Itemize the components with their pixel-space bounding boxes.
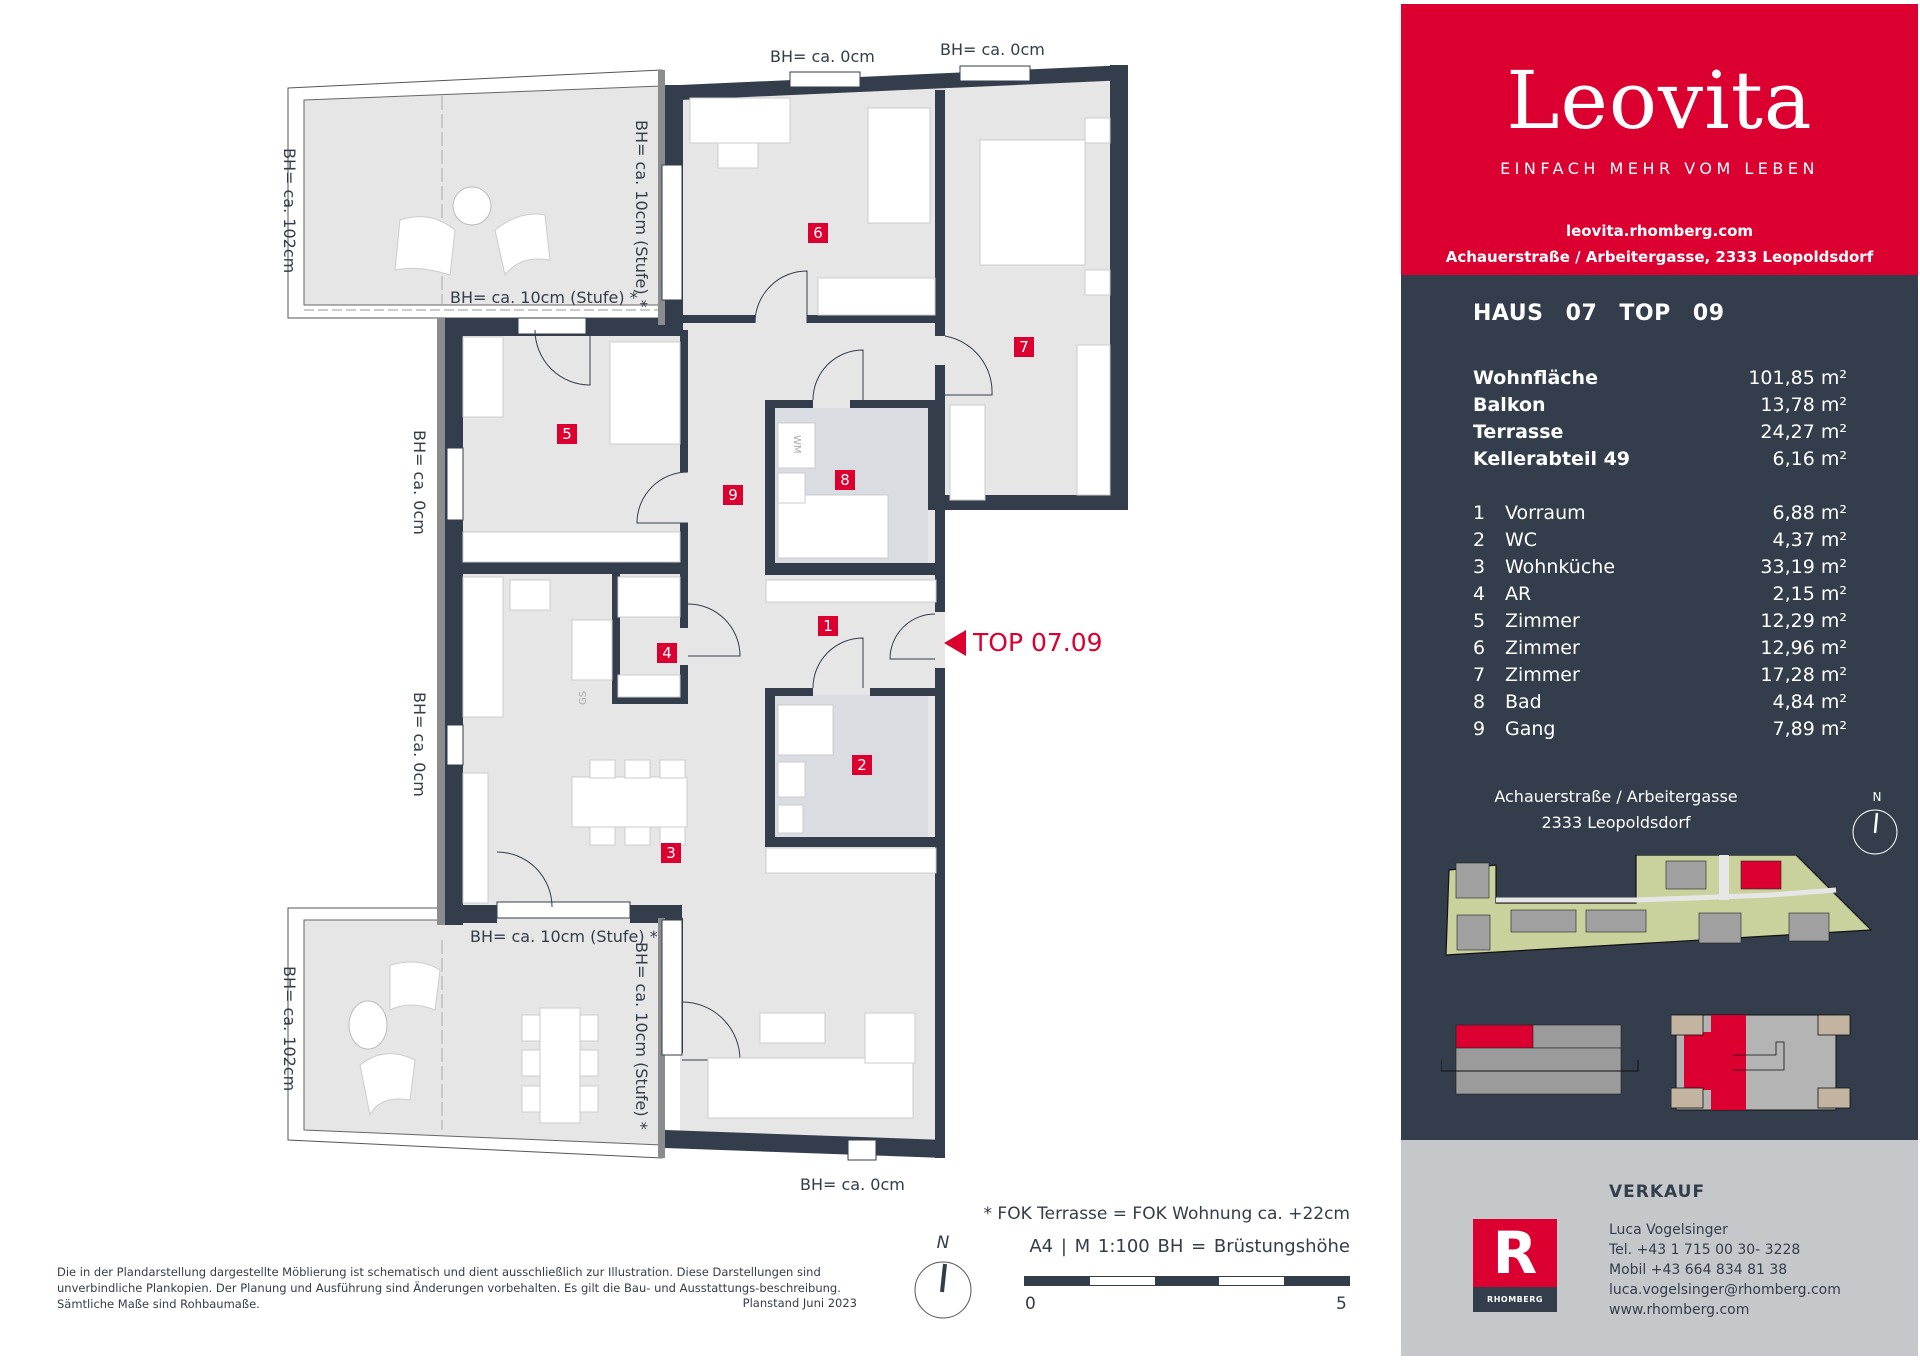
brand-tagline: EINFACH MEHR VOM LEBEN: [1500, 159, 1819, 178]
planstand: Planstand Juni 2023: [742, 1296, 857, 1310]
svg-text:5: 5: [562, 425, 572, 443]
svg-text:N: N: [937, 1233, 950, 1253]
sales-heading: VERKAUF: [1609, 1182, 1706, 1202]
floor-plan: BH= ca. 0cm BH= ca. 0cm BH= ca. 10cm (St…: [280, 40, 1128, 1194]
room-marker-9: 9: [723, 485, 743, 505]
bh-label-room5-window: BH= ca. 0cm: [410, 430, 429, 535]
building-section-diagram: [1441, 1024, 1639, 1095]
terrace-bottom: [287, 907, 663, 1159]
bh-label-balcony-right: BH= ca. 10cm (Stufe) *: [632, 120, 651, 308]
leovita-logo: Leovita: [1506, 54, 1813, 147]
info-panel: Leovita EINFACH MEHR VOM LEBEN leovita.r…: [1401, 0, 1918, 1356]
disclaimer-text: Die in der Plandarstellung dargestellte …: [57, 1265, 841, 1311]
furniture: [462, 97, 1111, 1119]
rhomberg-logo: R RHOMBERG: [1473, 1219, 1557, 1312]
washer-label: WM: [791, 435, 802, 454]
svg-text:9: 9: [728, 486, 738, 504]
dishwasher-label: GS: [578, 691, 589, 705]
room-marker-5: 5: [557, 424, 577, 444]
bh-label-top-1: BH= ca. 0cm: [770, 47, 875, 66]
contact-name: Luca Vogelsinger: [1609, 1222, 1728, 1238]
room-marker-2: 2: [852, 755, 872, 775]
plan-annotations: BH= ca. 0cm BH= ca. 0cm BH= ca. 10cm (St…: [280, 40, 1045, 1194]
brand-url[interactable]: leovita.rhomberg.com: [1565, 222, 1754, 240]
svg-text:N: N: [1873, 790, 1882, 804]
room-marker-3: 3: [661, 843, 681, 863]
room-marker-4: 4: [657, 643, 677, 663]
balcony-top: [287, 69, 663, 319]
location-address: Achauerstraße / Arbeitergasse 2333 Leopo…: [1494, 787, 1738, 832]
room-marker-6: 6: [808, 223, 828, 243]
contact-tel[interactable]: Tel. +43 1 715 00 30- 3228: [1609, 1242, 1801, 1258]
bh-label-kitchen-window: BH= ca. 0cm: [410, 692, 429, 797]
entrance-marker: TOP 07.09: [944, 628, 1103, 657]
windows-and-doors: [446, 65, 1031, 1161]
floor-key-plan: [1671, 1014, 1851, 1111]
scale-start: 0: [1025, 1294, 1036, 1314]
bh-label-balcony-bottom: BH= ca. 10cm (Stufe) *: [450, 288, 638, 307]
bh-label-terrace-left: BH= ca. 102cm: [280, 966, 299, 1091]
room-marker-7: 7: [1014, 337, 1034, 357]
site-plan-map: [1445, 855, 1873, 956]
contact-web[interactable]: www.rhomberg.com: [1609, 1302, 1750, 1318]
brand-header: Leovita EINFACH MEHR VOM LEBEN leovita.r…: [1401, 4, 1918, 275]
bh-label-bottom: BH= ca. 0cm: [800, 1175, 905, 1194]
svg-text:7: 7: [1019, 338, 1029, 356]
contact-mobile[interactable]: Mobil +43 664 834 81 38: [1609, 1262, 1788, 1278]
svg-text:6: 6: [813, 224, 823, 242]
scale-bar: [1024, 1276, 1350, 1286]
room-marker-8: 8: [835, 470, 855, 490]
entrance-arrow-icon: [944, 629, 966, 656]
fok-note: * FOK Terrasse = FOK Wohnung ca. +22cm: [983, 1204, 1350, 1224]
unit-title: HAUS 07 TOP 09: [1473, 301, 1725, 326]
scale-end: 5: [1336, 1294, 1347, 1314]
bh-label-terrace-top: BH= ca. 10cm (Stufe) *: [470, 927, 658, 946]
bh-label-top-2: BH= ca. 0cm: [940, 40, 1045, 59]
svg-text:8: 8: [840, 471, 850, 489]
brand-address: Achauerstraße / Arbeitergasse, 2333 Leop…: [1445, 248, 1874, 266]
room-markers: 1 2 3 4 5 6 7 8 9: [557, 223, 1034, 863]
svg-text:4: 4: [662, 644, 672, 662]
svg-text:2: 2: [857, 756, 867, 774]
svg-text:1: 1: [823, 617, 833, 635]
contact-email[interactable]: luca.vogelsinger@rhomberg.com: [1609, 1282, 1841, 1298]
room-marker-1: 1: [818, 616, 838, 636]
contact-details: Luca Vogelsinger Tel. +43 1 715 00 30- 3…: [1609, 1220, 1841, 1320]
sales-contact: R RHOMBERG VERKAUF Luca Vogelsinger Tel.…: [1401, 1140, 1918, 1356]
svg-text:3: 3: [666, 844, 676, 862]
bh-label-terrace-right: BH= ca. 10cm (Stufe) *: [632, 942, 651, 1130]
entrance-label: TOP 07.09: [973, 628, 1103, 657]
scale-label: A4 | M 1:100 BH = Brüstungshöhe: [1029, 1236, 1350, 1257]
bh-label-balcony-left: BH= ca. 102cm: [280, 148, 299, 273]
north-compass-icon: N: [914, 1233, 972, 1319]
north-compass-small-icon: N: [1852, 790, 1898, 855]
